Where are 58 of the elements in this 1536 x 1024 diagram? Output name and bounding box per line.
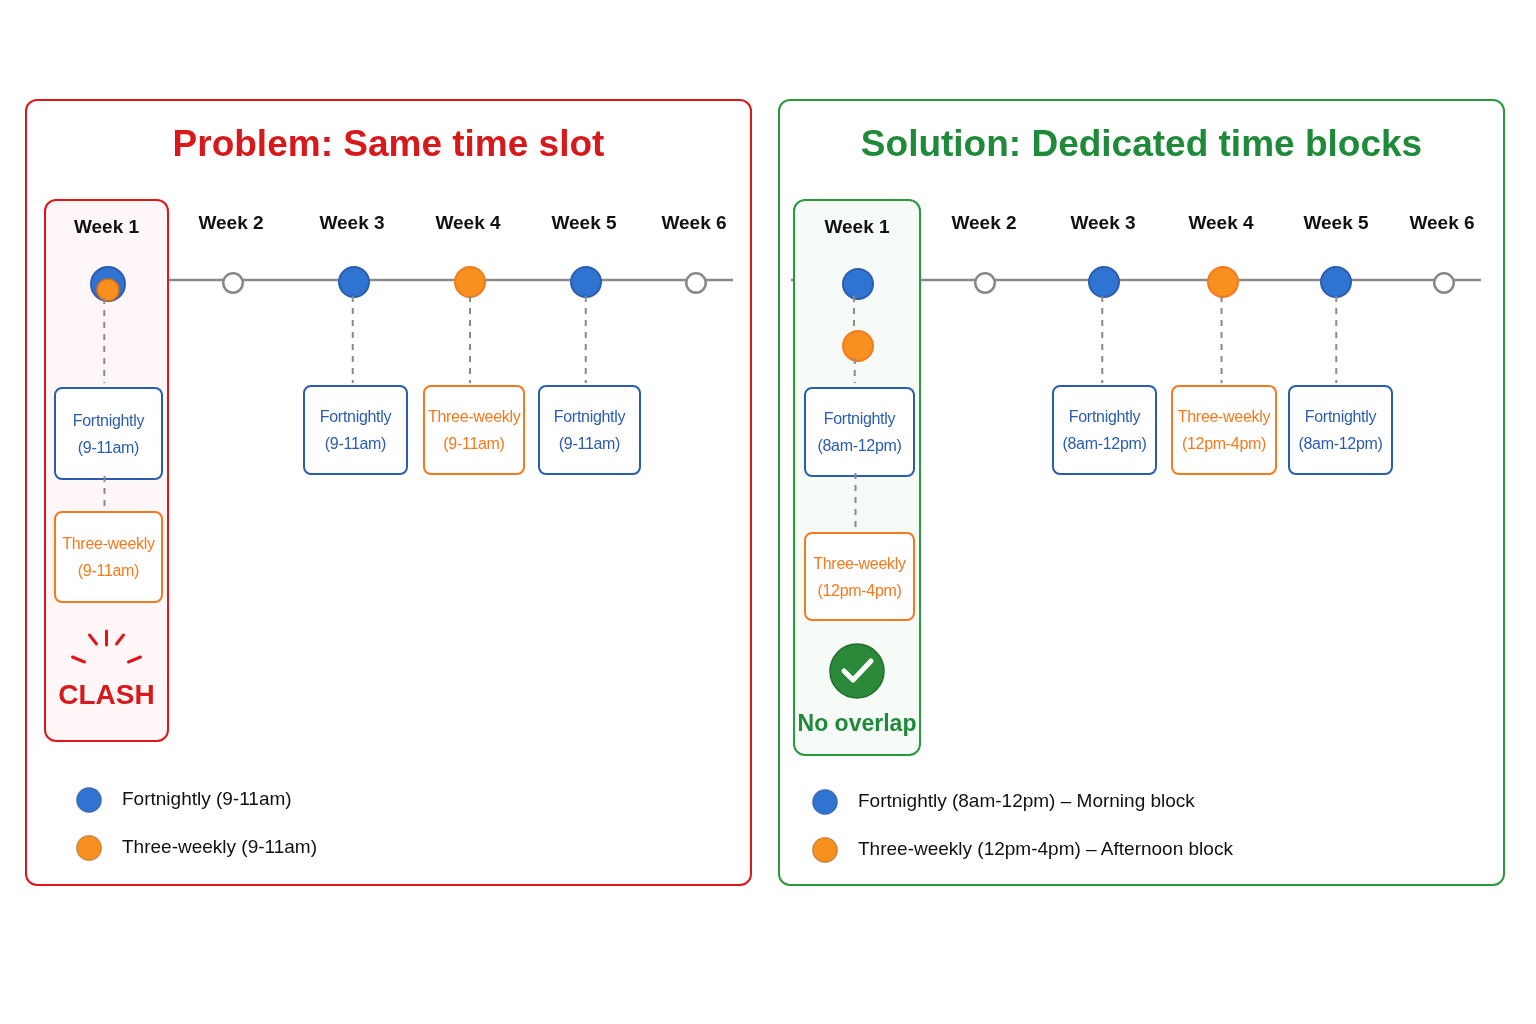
week-label: Week 1	[72, 216, 141, 238]
panel	[778, 99, 1505, 886]
timeline-dot	[1320, 266, 1352, 298]
dashed-connector	[853, 357, 856, 384]
panel-title: Solution: Dedicated time blocks	[859, 123, 1424, 165]
overlapping-dots	[90, 266, 126, 302]
dashed-connector	[1220, 295, 1223, 384]
dashed-connector	[1335, 295, 1338, 384]
week-label: Week 4	[434, 212, 502, 234]
schedule-card: Three-weekly (12pm-4pm)	[804, 532, 915, 621]
status-label: CLASH	[57, 679, 156, 712]
highlight-column	[793, 199, 921, 756]
legend-text: Fortnightly (8am-12pm) – Morning block	[858, 790, 1195, 812]
status-label: No overlap	[796, 710, 918, 738]
legend-text: Fortnightly (9-11am)	[122, 788, 292, 810]
week-label: Week 4	[1187, 212, 1255, 234]
timeline-dot	[685, 272, 707, 294]
timeline-dot	[338, 266, 370, 298]
week-label: Week 5	[1302, 212, 1370, 234]
dashed-connector	[103, 475, 106, 508]
week-label: Week 3	[318, 212, 386, 234]
schedule-card: Fortnightly (9-11am)	[538, 385, 641, 475]
timeline-dot	[974, 272, 996, 294]
week-label: Week 5	[550, 212, 618, 234]
schedule-card: Fortnightly (9-11am)	[54, 387, 163, 480]
legend-text: Three-weekly (12pm-4pm) – Afternoon block	[858, 838, 1233, 860]
week-label: Week 1	[823, 216, 891, 238]
dashed-connector	[853, 295, 855, 327]
dashed-connector	[469, 295, 471, 384]
dashed-connector	[584, 295, 587, 384]
schedule-card: Fortnightly (8am-12pm)	[804, 387, 915, 477]
panel	[25, 99, 752, 886]
dashed-connector	[854, 472, 857, 529]
schedule-card: Three-weekly (9-11am)	[54, 511, 163, 603]
timeline-dot	[570, 266, 602, 298]
week-label: Week 2	[950, 212, 1018, 234]
schedule-card: Three-weekly (12pm-4pm)	[1171, 385, 1277, 475]
schedule-card: Fortnightly (8am-12pm)	[1052, 385, 1157, 475]
timeline-dot	[1207, 266, 1239, 298]
week-label: Week 6	[660, 212, 728, 234]
timeline-dot	[842, 330, 874, 362]
week-label: Week 2	[197, 212, 265, 234]
schedule-card: Three-weekly (9-11am)	[423, 385, 525, 475]
dashed-connector	[1101, 295, 1104, 384]
dashed-connector	[103, 297, 106, 384]
legend-text: Three-weekly (9-11am)	[122, 836, 317, 858]
timeline-dot	[1088, 266, 1120, 298]
timeline-dot	[222, 272, 244, 294]
timeline-dot	[842, 268, 874, 300]
highlight-column	[44, 199, 169, 742]
timeline-dot	[1433, 272, 1455, 294]
panel-title: Problem: Same time slot	[171, 123, 606, 165]
dashed-connector	[351, 295, 354, 384]
schedule-card: Fortnightly (9-11am)	[303, 385, 408, 475]
week-label: Week 6	[1408, 212, 1476, 234]
schedule-card: Fortnightly (8am-12pm)	[1288, 385, 1393, 475]
week-label: Week 3	[1069, 212, 1137, 234]
timeline-dot	[454, 266, 486, 298]
